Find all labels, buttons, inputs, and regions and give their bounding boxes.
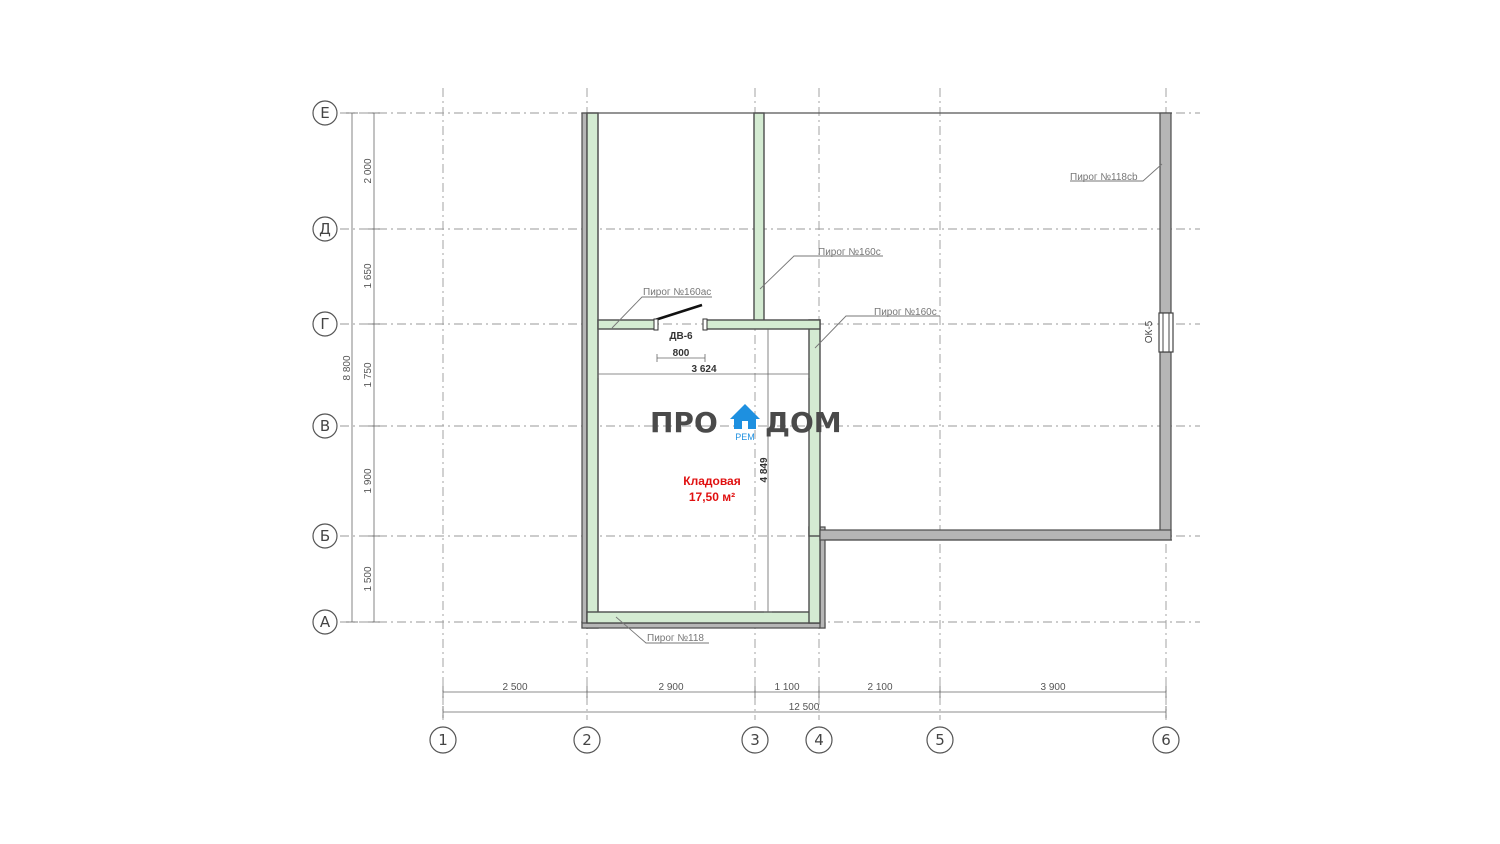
wall-room-right-lower [808, 526, 821, 624]
axis-label-e: Е [320, 104, 329, 122]
room-label: Кладовая 17,50 м² [683, 474, 740, 504]
dim-vertical-total: 8 800 [342, 355, 353, 380]
wall-b-right [819, 529, 1172, 541]
dim-horizontal-total: 12 500 [789, 702, 820, 713]
label-pirog-160c-b: Пирог №160c [874, 307, 937, 318]
horizontal-dimension-chain: 2 500 2 900 1 100 2 100 3 900 12 500 [442, 682, 1167, 718]
axis-label-g: Г [320, 315, 329, 333]
dim-vertical-1: 2 000 [363, 158, 374, 183]
wall-partition-g-left [597, 319, 656, 330]
axis-label-1: 1 [438, 731, 448, 749]
wall-room-right-facing [819, 526, 826, 629]
leaders: Пирог №118cb Пирог №160c Пирог №160c Пир… [611, 163, 1163, 644]
dim-horizontal-4: 2 100 [867, 682, 892, 693]
axis-label-2: 2 [582, 731, 592, 749]
room-dimensions: 800 3 624 4 849 [597, 329, 810, 613]
wall-partition-axis-3 [753, 112, 765, 329]
wall-left-facing [581, 112, 588, 629]
axis-label-6: 6 [1161, 731, 1171, 749]
logo: ПРО РЕМ ДОМ [650, 404, 842, 442]
room-name: Кладовая [683, 474, 740, 488]
label-pirog-118: Пирог №118 [647, 633, 704, 644]
room-area: 17,50 м² [689, 490, 735, 504]
walls [581, 112, 1172, 629]
axis-label-a: А [320, 613, 331, 631]
window-label: ОК-5 [1144, 320, 1155, 343]
wall-bottom-facing [581, 622, 826, 629]
label-pirog-160c-a: Пирог №160c [818, 247, 881, 258]
dim-horizontal-3: 1 100 [774, 682, 799, 693]
wall-left [586, 112, 599, 629]
dim-vertical-3: 1 750 [363, 362, 374, 387]
dim-room-width: 3 624 [691, 364, 716, 375]
dim-horizontal-1: 2 500 [502, 682, 527, 693]
axis-label-4: 4 [814, 731, 824, 749]
logo-subtext: РЕМ [735, 432, 755, 442]
axis-bubbles-letters: Е Д Г В Б А [312, 100, 338, 635]
wall-right-lower [1159, 351, 1172, 538]
dim-horizontal-2: 2 900 [658, 682, 683, 693]
axis-label-v: В [320, 417, 330, 435]
axis-label-5: 5 [935, 731, 945, 749]
horizontal-grid-lines [340, 112, 1200, 623]
dim-vertical-5: 1 500 [363, 566, 374, 591]
door-label: ДВ-6 [669, 331, 693, 342]
dim-vertical-4: 1 900 [363, 468, 374, 493]
logo-text-right: ДОМ [765, 406, 842, 439]
dim-horizontal-5: 3 900 [1040, 682, 1065, 693]
dim-vertical-2: 1 650 [363, 263, 374, 288]
label-pirog-160ac: Пирог №160ac [643, 287, 711, 298]
axis-label-d: Д [319, 220, 331, 238]
axis-label-3: 3 [750, 731, 760, 749]
dim-room-height: 4 849 [759, 457, 770, 482]
vertical-dimension-chain: 2 000 1 650 1 750 1 900 1 500 8 800 [342, 112, 380, 623]
dim-door-width: 800 [673, 348, 690, 359]
label-pirog-118cb: Пирог №118cb [1070, 172, 1138, 183]
house-icon [730, 404, 760, 429]
door-leaf [654, 303, 703, 322]
wall-right-upper [1159, 112, 1172, 314]
wall-bottom [586, 611, 821, 624]
window-ok5: ОК-5 [1144, 312, 1174, 353]
door-dv6: ДВ-6 [653, 303, 708, 342]
axis-label-b: Б [320, 527, 330, 545]
axis-bubbles-numbers: 1 2 3 4 5 6 [429, 726, 1180, 754]
logo-text-left: ПРО [650, 406, 718, 439]
wall-partition-g-right [705, 319, 821, 330]
